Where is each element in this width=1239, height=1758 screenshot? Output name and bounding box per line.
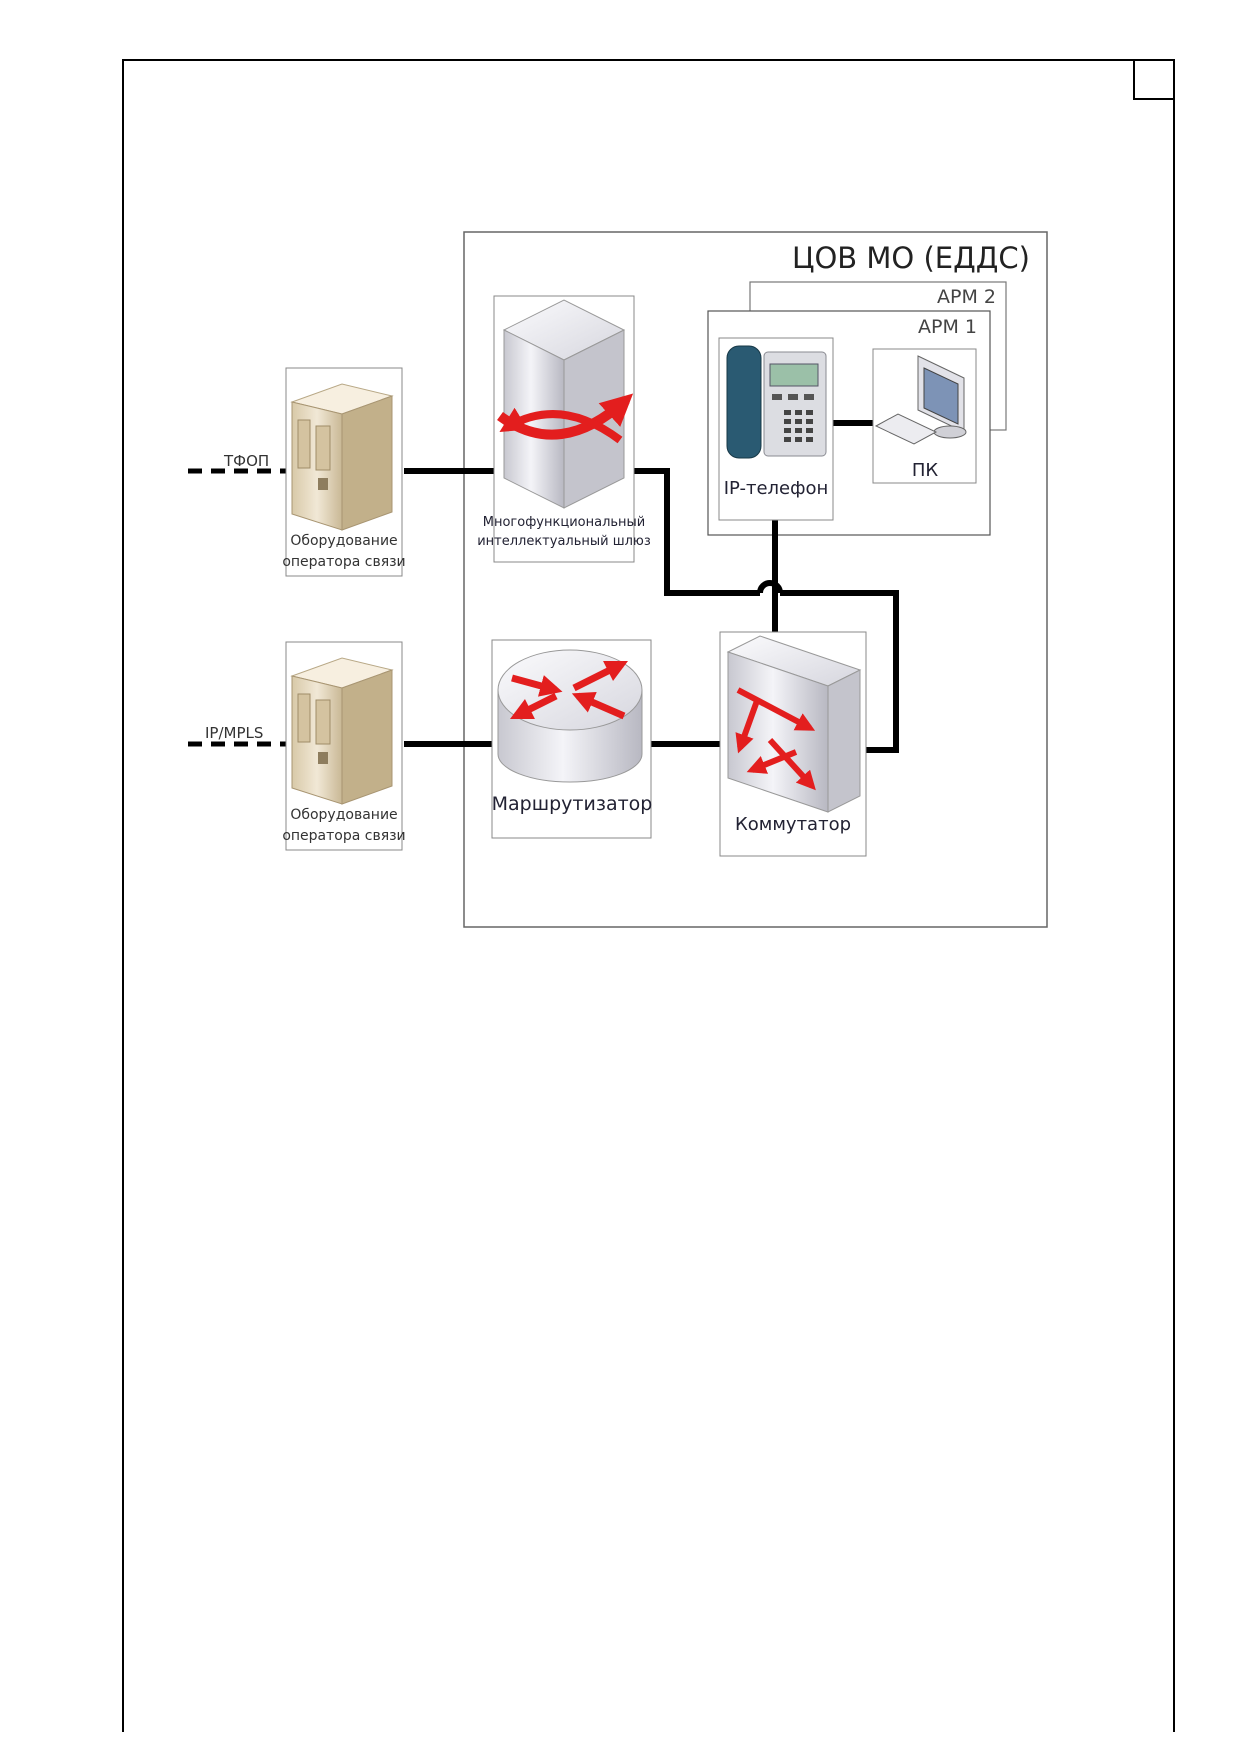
external-links: [188, 468, 286, 747]
gateway-device: Многофункциональный интеллектуальный шлю…: [477, 295, 651, 563]
gateway-caption-line2: интеллектуальный шлюз: [477, 534, 651, 549]
zone-label: ЦОВ МО (ЕДДС): [792, 241, 1030, 275]
operator-1-caption-line2: оператора связи: [282, 554, 405, 570]
ipmpls-label: IP/MPLS: [205, 724, 263, 742]
ip-phone-device: IP-телефон: [718, 337, 834, 521]
operator-1-caption-line1: Оборудование: [290, 533, 397, 549]
server-icon: [290, 657, 394, 805]
switch-device: Коммутатор: [719, 631, 867, 857]
server-icon: [290, 383, 394, 531]
switch-label: Коммутатор: [735, 814, 851, 835]
operator-equipment-1: Оборудование оператора связи: [282, 367, 406, 577]
switch-icon: [726, 635, 862, 813]
ip-phone-label: IP-телефон: [724, 478, 829, 499]
gateway-icon: [497, 299, 634, 509]
arm2-label: АРМ 2: [937, 286, 996, 308]
router-label: Маршрутизатор: [492, 793, 653, 815]
zone-boundary: [463, 231, 1048, 928]
pc-label: ПК: [912, 460, 939, 481]
router-device: Маршрутизатор: [491, 639, 653, 839]
sheet-frame: [122, 59, 1175, 1732]
pc-device: ПК: [872, 348, 977, 484]
arm1-label: АРМ 1: [918, 316, 977, 338]
operator-equipment-2: Оборудование оператора связи: [282, 641, 406, 851]
operator-2-caption-line1: Оборудование: [290, 807, 397, 823]
operator-2-caption-line2: оператора связи: [282, 828, 405, 844]
pstn-label: ТФОП: [223, 452, 269, 470]
gateway-caption-line1: Многофункциональный: [483, 515, 646, 530]
pc-icon: [874, 355, 967, 445]
router-icon: [497, 649, 643, 783]
connection-lines: [404, 420, 899, 753]
ip-phone-icon: [726, 345, 827, 459]
